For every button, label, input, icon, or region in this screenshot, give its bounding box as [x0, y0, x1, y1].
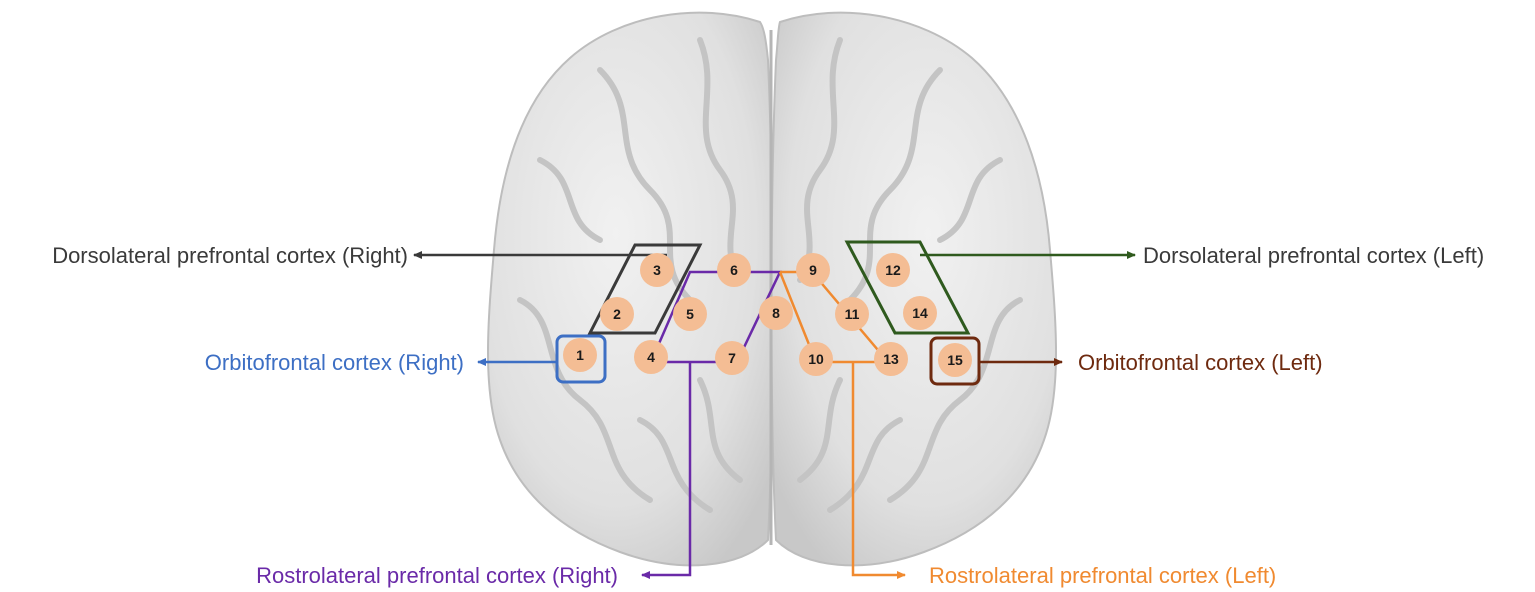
channel-label: 11 [845, 306, 860, 322]
label-rlpfc-right: Rostrolateral prefrontal cortex (Right) [256, 563, 618, 588]
channel-11: 11 [835, 297, 869, 331]
channel-label: 1 [576, 347, 584, 363]
channel-2: 2 [600, 297, 634, 331]
label-rlpfc-left: Rostrolateral prefrontal cortex (Left) [929, 563, 1276, 588]
channel-label: 2 [613, 306, 621, 322]
region-labels: Dorsolateral prefrontal cortex (Right) D… [52, 243, 1484, 588]
channel-label: 6 [730, 262, 738, 278]
label-dlpfc-right: Dorsolateral prefrontal cortex (Right) [52, 243, 408, 268]
brain-illustration [487, 11, 1057, 567]
channel-label: 7 [728, 350, 736, 366]
channel-9: 9 [796, 253, 830, 287]
channel-3: 3 [640, 253, 674, 287]
channel-14: 14 [903, 296, 937, 330]
channel-6: 6 [717, 253, 751, 287]
channel-label: 14 [912, 305, 928, 321]
channel-label: 8 [772, 305, 780, 321]
rlpfc-left-arrow [851, 362, 906, 579]
label-ofc-right: Orbitofrontal cortex (Right) [205, 350, 464, 375]
channel-label: 13 [883, 351, 899, 367]
label-ofc-left: Orbitofrontal cortex (Left) [1078, 350, 1323, 375]
channel-8: 8 [759, 296, 793, 330]
channel-4: 4 [634, 340, 668, 374]
sulci [517, 37, 1023, 513]
channel-label: 12 [885, 262, 901, 278]
channel-1: 1 [563, 338, 597, 372]
channel-label: 4 [647, 349, 655, 365]
region-annotations [413, 240, 1136, 579]
channel-5: 5 [673, 297, 707, 331]
ofc-right-outline [555, 334, 607, 384]
channel-label: 9 [809, 262, 817, 278]
channel-12: 12 [876, 253, 910, 287]
fnirs-channels: 1 2 3 4 5 6 7 8 [563, 253, 972, 377]
channel-7: 7 [715, 341, 749, 375]
channel-10: 10 [799, 342, 833, 376]
channel-13: 13 [874, 342, 908, 376]
channel-label: 3 [653, 262, 661, 278]
channel-label: 5 [686, 306, 694, 322]
channel-label: 10 [808, 351, 824, 367]
label-dlpfc-left: Dorsolateral prefrontal cortex (Left) [1143, 243, 1484, 268]
dlpfc-left-outline [844, 240, 971, 335]
channel-15: 15 [938, 343, 972, 377]
channel-label: 15 [947, 352, 963, 368]
rlpfc-right-arrow [641, 362, 692, 579]
